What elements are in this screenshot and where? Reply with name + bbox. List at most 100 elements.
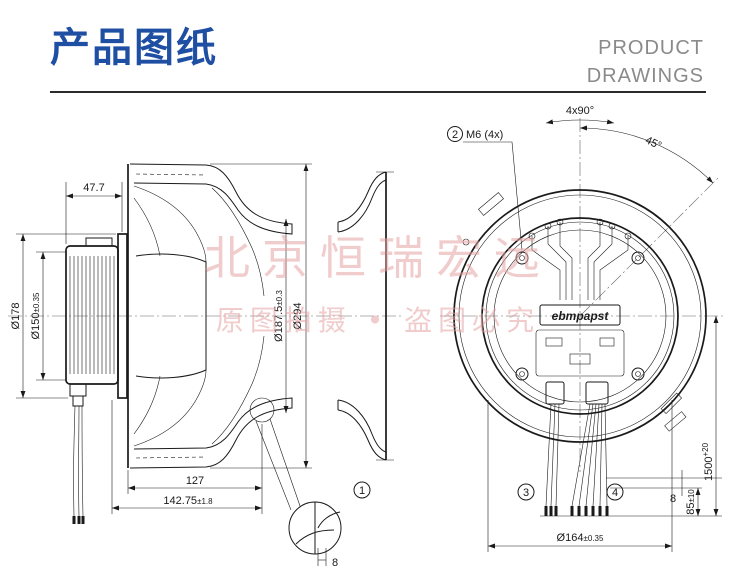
side-cable-gland-nut <box>72 395 84 407</box>
callout-4: 4 <box>606 483 624 501</box>
impeller-upper-half <box>129 163 293 316</box>
detail-marker-circle <box>249 397 275 423</box>
brand-logo-text: ebmpapst <box>552 309 610 323</box>
trace-pads <box>528 218 632 240</box>
pcb-component <box>545 337 563 347</box>
sticker <box>664 411 687 432</box>
motor-cooling-fins <box>69 256 115 374</box>
mounting-hole <box>515 251 529 265</box>
mounting-hole <box>515 367 529 381</box>
callout-2-circle <box>447 126 463 142</box>
impeller-hub <box>135 253 207 316</box>
callout-3: 3 <box>517 483 535 501</box>
dim-d178: Ø178 <box>10 303 22 330</box>
motor-housing <box>65 237 119 385</box>
side-cable-tips <box>72 516 85 524</box>
dim-d294: Ø294 <box>292 303 304 330</box>
side-dimensions: 47.7 Ø178 Ø150±0.35 Ø187.5±0.3 Ø294 127 … <box>10 163 312 514</box>
mounting-hole-threads <box>519 255 641 377</box>
dim-d164-extension <box>487 400 673 552</box>
m6-mounting-holes <box>515 251 645 381</box>
side-cable <box>69 383 87 524</box>
label-stickers <box>462 192 687 432</box>
dim-cable-length-tolerance: +20 <box>701 442 710 456</box>
inlet-nozzle-upper <box>337 171 387 233</box>
subtitle-line-2: DRAWINGS <box>586 65 704 87</box>
dim-d294-extension <box>210 163 312 469</box>
sticker <box>478 192 504 216</box>
brand-plate: ebmpapst <box>539 304 621 326</box>
cable-4-wires <box>571 403 608 507</box>
callout-4-number: 4 <box>612 487 618 499</box>
cable-gland-3 <box>545 381 565 405</box>
impeller-shroud <box>129 163 293 235</box>
trace-lines <box>531 222 629 300</box>
angle-45: 45° <box>643 134 663 152</box>
callout-1: 1 <box>353 481 371 499</box>
watermark-line-2: 原图拍摄 • 盗图必究 <box>216 304 540 337</box>
front-centerline-45deg <box>579 175 721 317</box>
side-cable-gland <box>69 383 87 397</box>
impeller-blade <box>133 369 207 447</box>
detail-dim: 8 <box>332 557 338 569</box>
cable-gland-4 <box>585 381 609 405</box>
impeller-hub <box>135 316 207 379</box>
detail-dim-extension <box>317 548 327 566</box>
impeller-outer-circle <box>453 189 707 443</box>
callout-3-number: 3 <box>523 487 529 499</box>
impeller-blade <box>211 335 265 445</box>
pcb-component <box>599 337 615 347</box>
angle-4x90-arc <box>545 119 615 125</box>
angle-4x90: 4x90° <box>566 105 594 117</box>
front-view: ebmpapst 2 M6 (4x) <box>440 105 724 552</box>
ring-hole <box>462 238 470 246</box>
rotor-circle <box>493 229 667 403</box>
detail-profile <box>295 502 341 554</box>
callout-2: 2 M6 (4x) <box>447 126 523 251</box>
dim-d150-tolerance: ±0.35 <box>32 292 41 313</box>
electronics-board <box>535 329 625 377</box>
impeller-blade <box>211 187 265 297</box>
cable-dim-extension <box>540 477 722 517</box>
dim-motor-depth-extension <box>65 182 123 244</box>
dim-motor-depth: 47.7 <box>83 182 104 194</box>
motor-inner-circle <box>485 221 675 411</box>
inlet-nozzle-ticks <box>376 171 394 461</box>
detail-leader-lines <box>255 418 301 511</box>
callout-4-circle <box>606 483 624 501</box>
motor-outer-circle <box>481 217 679 415</box>
cable-3-wires <box>545 403 560 507</box>
dim-d164-tolerance: ±0.35 <box>583 534 604 543</box>
cable-bundle-3 <box>544 403 560 516</box>
impeller-lower-half <box>129 316 293 469</box>
mounting-hole <box>631 251 645 265</box>
dim-127: 127 <box>186 475 204 487</box>
motor-top-block <box>85 237 113 247</box>
dim-85-tolerance: ±10 <box>687 489 696 503</box>
dim-d187-tolerance: ±0.3 <box>275 290 284 306</box>
impeller-blade <box>133 375 161 435</box>
angle-dimensions: 4x90° 45° <box>545 105 714 184</box>
impeller-band-hidden <box>135 173 205 176</box>
callout-3-circle <box>517 483 535 501</box>
dim-d187: Ø187.5±0.3 <box>273 290 285 342</box>
impeller-shroud <box>129 397 293 469</box>
side-view: 47.7 Ø178 Ø150±0.35 Ø187.5±0.3 Ø294 127 … <box>8 163 404 569</box>
callout-2-number: 2 <box>452 129 458 141</box>
subtitle-line-1: PRODUCT <box>598 37 704 59</box>
dim-142: 142.75±1.8 <box>163 495 213 507</box>
brand-plate-frame <box>539 304 621 326</box>
dim-8: 8 <box>670 493 676 505</box>
detail-view: 8 <box>249 397 342 569</box>
cable-bundle-4 <box>570 403 609 516</box>
dim-85-value: 85 <box>685 503 697 515</box>
page-title: 产品图纸 <box>50 25 218 71</box>
watermark-line-1: 北京恒瑞宏远 <box>204 231 552 285</box>
dim-d150-value: Ø150 <box>30 313 42 340</box>
thread-leader <box>463 141 523 251</box>
impeller-inner-circle <box>458 194 702 438</box>
impeller-blade <box>133 197 161 257</box>
dim-d164: Ø164±0.35 <box>557 532 604 544</box>
watermark: 北京恒瑞宏远 原图拍摄 • 盗图必究 <box>204 231 552 337</box>
